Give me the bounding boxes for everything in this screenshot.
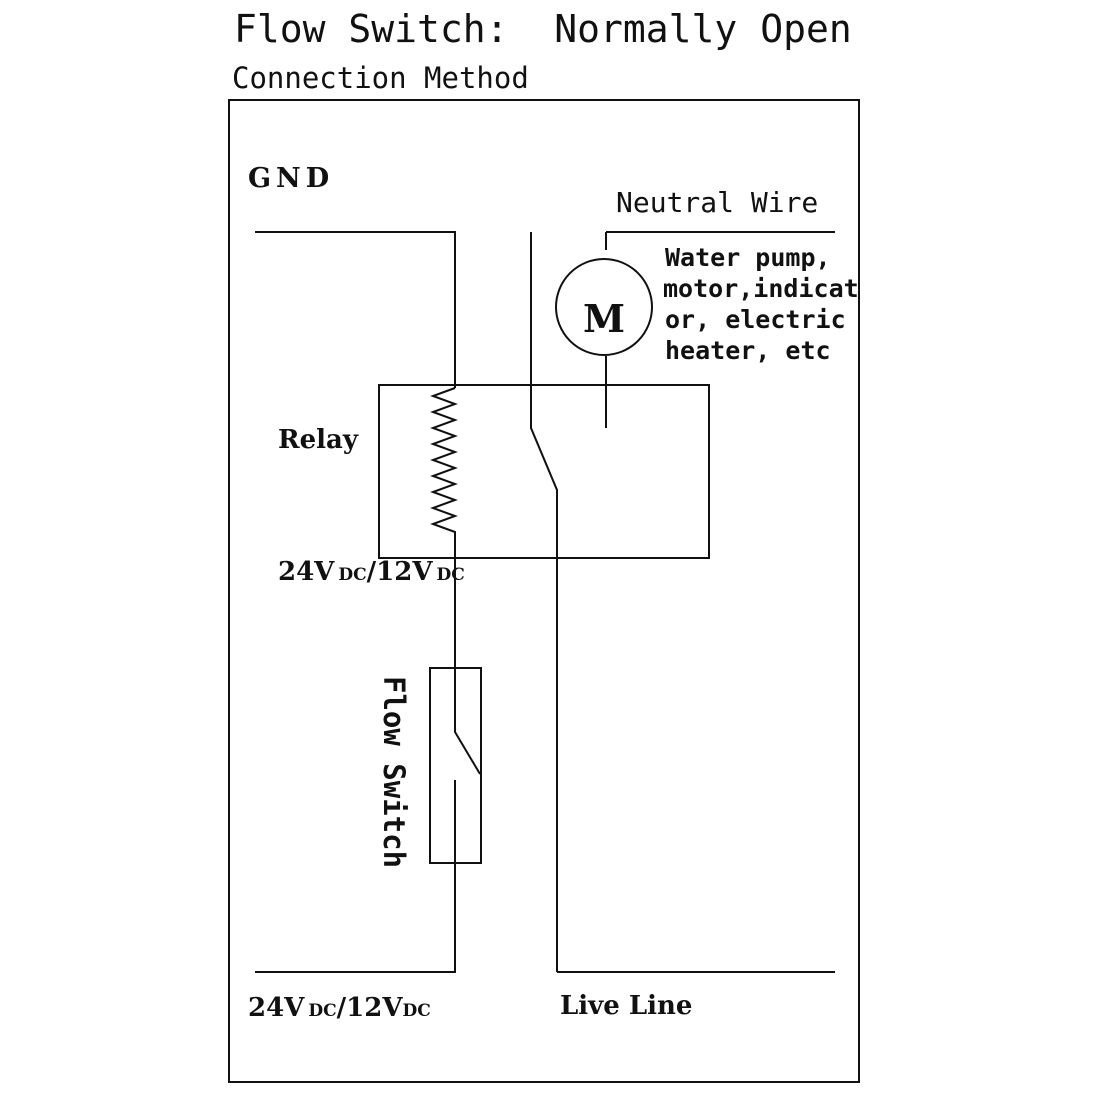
- page-title: Flow Switch: Normally Open: [234, 7, 852, 51]
- live-line-label: Live Line: [560, 991, 692, 1021]
- supply-wire: [255, 863, 456, 973]
- flow-switch-label: Flow Switch: [377, 676, 411, 868]
- load-line-3: or, electric: [665, 305, 846, 334]
- flow-switch-contact: [454, 668, 481, 775]
- diagram-frame: [228, 99, 860, 1083]
- motor-letter: M: [583, 296, 625, 341]
- page-subtitle: Connection Method: [232, 61, 529, 95]
- relay-box: [378, 384, 710, 559]
- relay-label: Relay: [278, 425, 359, 455]
- load-line-1: Water pump,: [665, 243, 831, 272]
- load-line-4: heater, etc: [665, 336, 831, 365]
- gnd-label: GND: [248, 163, 334, 194]
- relay-contact-wire: [530, 232, 558, 972]
- load-line-2: motor,indicat: [663, 274, 859, 303]
- load-description: Water pump, motor,indicat or, electric h…: [663, 243, 859, 365]
- relay-coil: [430, 387, 458, 556]
- motor-symbol: [555, 258, 653, 356]
- neutral-wire-label: Neutral Wire: [616, 186, 818, 219]
- gnd-wire: [255, 231, 456, 388]
